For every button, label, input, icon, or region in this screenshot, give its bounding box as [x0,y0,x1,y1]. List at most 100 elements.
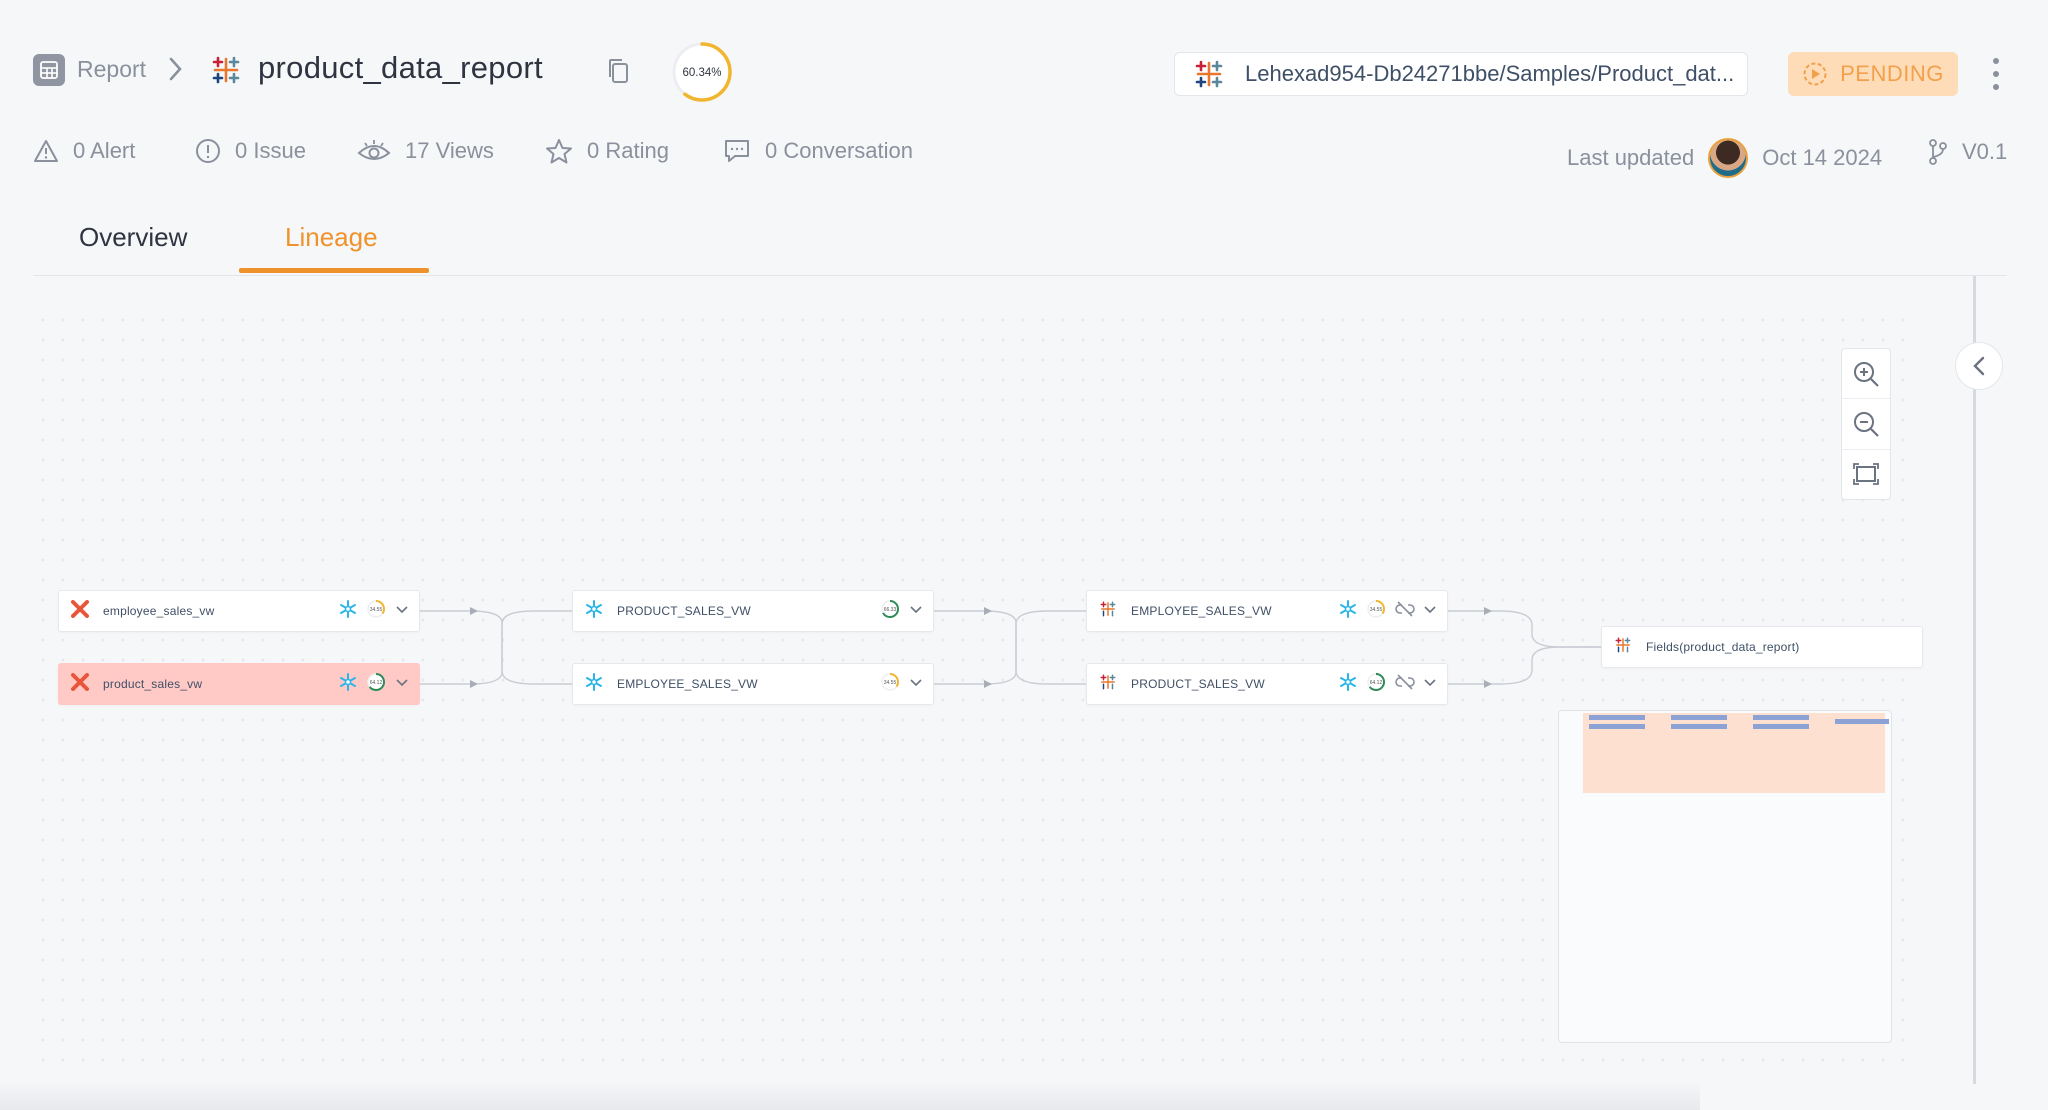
last-updated-date: Oct 14 2024 [1762,145,1883,170]
alerts-stat[interactable]: 0 Alert [33,138,135,164]
chevron-down-icon[interactable] [395,602,409,620]
lineage-node-actions: 34.55 [879,671,933,698]
last-updated-label: Last updated [1567,145,1695,170]
footer-shade [0,1080,1700,1110]
lineage-node[interactable]: employee_sales_vw 34.55 [58,590,420,632]
rating-value: 0 Rating [587,138,669,163]
node-score-ring: 66.33 [879,598,901,625]
svg-text:34.55: 34.55 [884,680,897,686]
active-tab-indicator [239,268,429,273]
node-score-ring: 64.12 [365,671,387,698]
quality-score-label: 60.34% [682,67,721,79]
svg-text:34.55: 34.55 [370,607,383,613]
fit-view-icon [1853,463,1879,486]
node-score-ring: 34.55 [879,671,901,698]
node-score-ring: 34.55 [365,598,387,625]
more-options-icon[interactable] [1990,58,2002,90]
chat-icon [725,140,749,162]
views-count: 17 Views [405,138,494,163]
chevron-down-icon[interactable] [395,675,409,693]
chevron-down-icon[interactable] [909,675,923,693]
snowflake-icon [1339,599,1357,623]
snowflake-icon [339,672,357,696]
minimap[interactable] [1558,710,1892,1043]
version-stat[interactable]: V0.1 [1928,138,2007,166]
snowflake-icon [585,672,603,696]
unlink-icon[interactable] [1395,673,1415,695]
conversations-stat[interactable]: 0 Conversation [723,138,913,164]
lineage-node[interactable]: EMPLOYEE_SALES_VW 34.55 [1086,590,1448,632]
node-score-ring: 34.55 [1365,598,1387,625]
tab-divider [33,275,2007,276]
version-label: V0.1 [1962,139,2008,164]
lineage-node-actions: 34.55 [339,598,419,625]
zoom-out-button[interactable] [1842,399,1890,450]
lineage-node[interactable]: EMPLOYEE_SALES_VW 34.55 [572,663,934,705]
panel-divider[interactable] [1973,276,1976,1084]
tableau-icon [1195,60,1223,88]
lineage-node-label: EMPLOYEE_SALES_VW [617,677,758,691]
lineage-node-actions: 64.12 [339,671,419,698]
lineage-node-label: Fields(product_data_report) [1646,640,1800,654]
lineage-node[interactable]: product_sales_vw 64.12 [58,663,420,705]
issue-circle-icon [196,139,220,163]
branch-icon [1929,139,1947,165]
lineage-node-actions: 34.55 [1339,598,1447,625]
lineage-node-label: product_sales_vw [103,677,203,691]
lineage-node[interactable]: Fields(product_data_report) [1601,626,1923,668]
collapse-panel-button[interactable] [1955,342,2003,390]
fit-view-button[interactable] [1842,450,1890,499]
chevron-down-icon[interactable] [1423,602,1437,620]
conversations-count: 0 Conversation [765,138,913,163]
tableau-icon [1614,636,1632,659]
chevron-down-icon[interactable] [1423,675,1437,693]
eye-icon [357,140,391,160]
tab-overview[interactable]: Overview [79,222,188,252]
lineage-node-label: employee_sales_vw [103,604,215,618]
svg-text:34.55: 34.55 [1370,607,1383,613]
lineage-node-actions: 66.33 [879,598,933,625]
page-title: product_data_report [258,50,543,85]
zoom-controls [1841,348,1891,500]
quality-score-ring: 60.34% [672,42,732,102]
star-icon [546,139,572,164]
rating-stat[interactable]: 0 Rating [545,138,669,164]
views-stat[interactable]: 17 Views [357,138,494,164]
avatar[interactable] [1708,138,1749,178]
status-label: PENDING [1840,61,1944,86]
last-updated: Last updated Oct 14 2024 [1567,138,1882,178]
alert-triangle-icon [34,140,58,162]
snowflake-icon [585,599,603,623]
lineage-node-label: PRODUCT_SALES_VW [617,604,751,618]
svg-text:66.33: 66.33 [884,607,897,613]
zoom-out-icon [1854,411,1879,437]
x-icon [71,672,89,696]
svg-text:64.12: 64.12 [1370,680,1383,686]
chevron-down-icon[interactable] [909,602,923,620]
clock-play-icon [1803,62,1827,86]
issues-count: 0 Issue [235,138,306,163]
tableau-icon [1099,673,1117,696]
snowflake-icon [1339,672,1357,696]
zoom-in-button[interactable] [1842,349,1890,400]
lineage-node-label: EMPLOYEE_SALES_VW [1131,604,1272,618]
unlink-icon[interactable] [1395,600,1415,622]
chevron-left-icon [1973,356,1985,376]
tableau-icon [1099,600,1117,623]
alerts-count: 0 Alert [73,138,136,163]
source-path-box[interactable]: Lehexad954-Db24271bbe/Samples/Product_da… [1174,52,1748,96]
x-icon [71,599,89,623]
copy-icon[interactable] [606,57,630,85]
snowflake-icon [339,599,357,623]
zoom-in-icon [1854,361,1879,387]
breadcrumb-parent[interactable]: Report [77,56,147,82]
lineage-node[interactable]: PRODUCT_SALES_VW 66.33 [572,590,934,632]
issues-stat[interactable]: 0 Issue [195,138,306,164]
tableau-icon [212,56,240,84]
tab-lineage[interactable]: Lineage [285,222,378,252]
chevron-right-icon [169,57,182,81]
status-badge: PENDING [1788,52,1958,96]
node-score-ring: 64.12 [1365,671,1387,698]
